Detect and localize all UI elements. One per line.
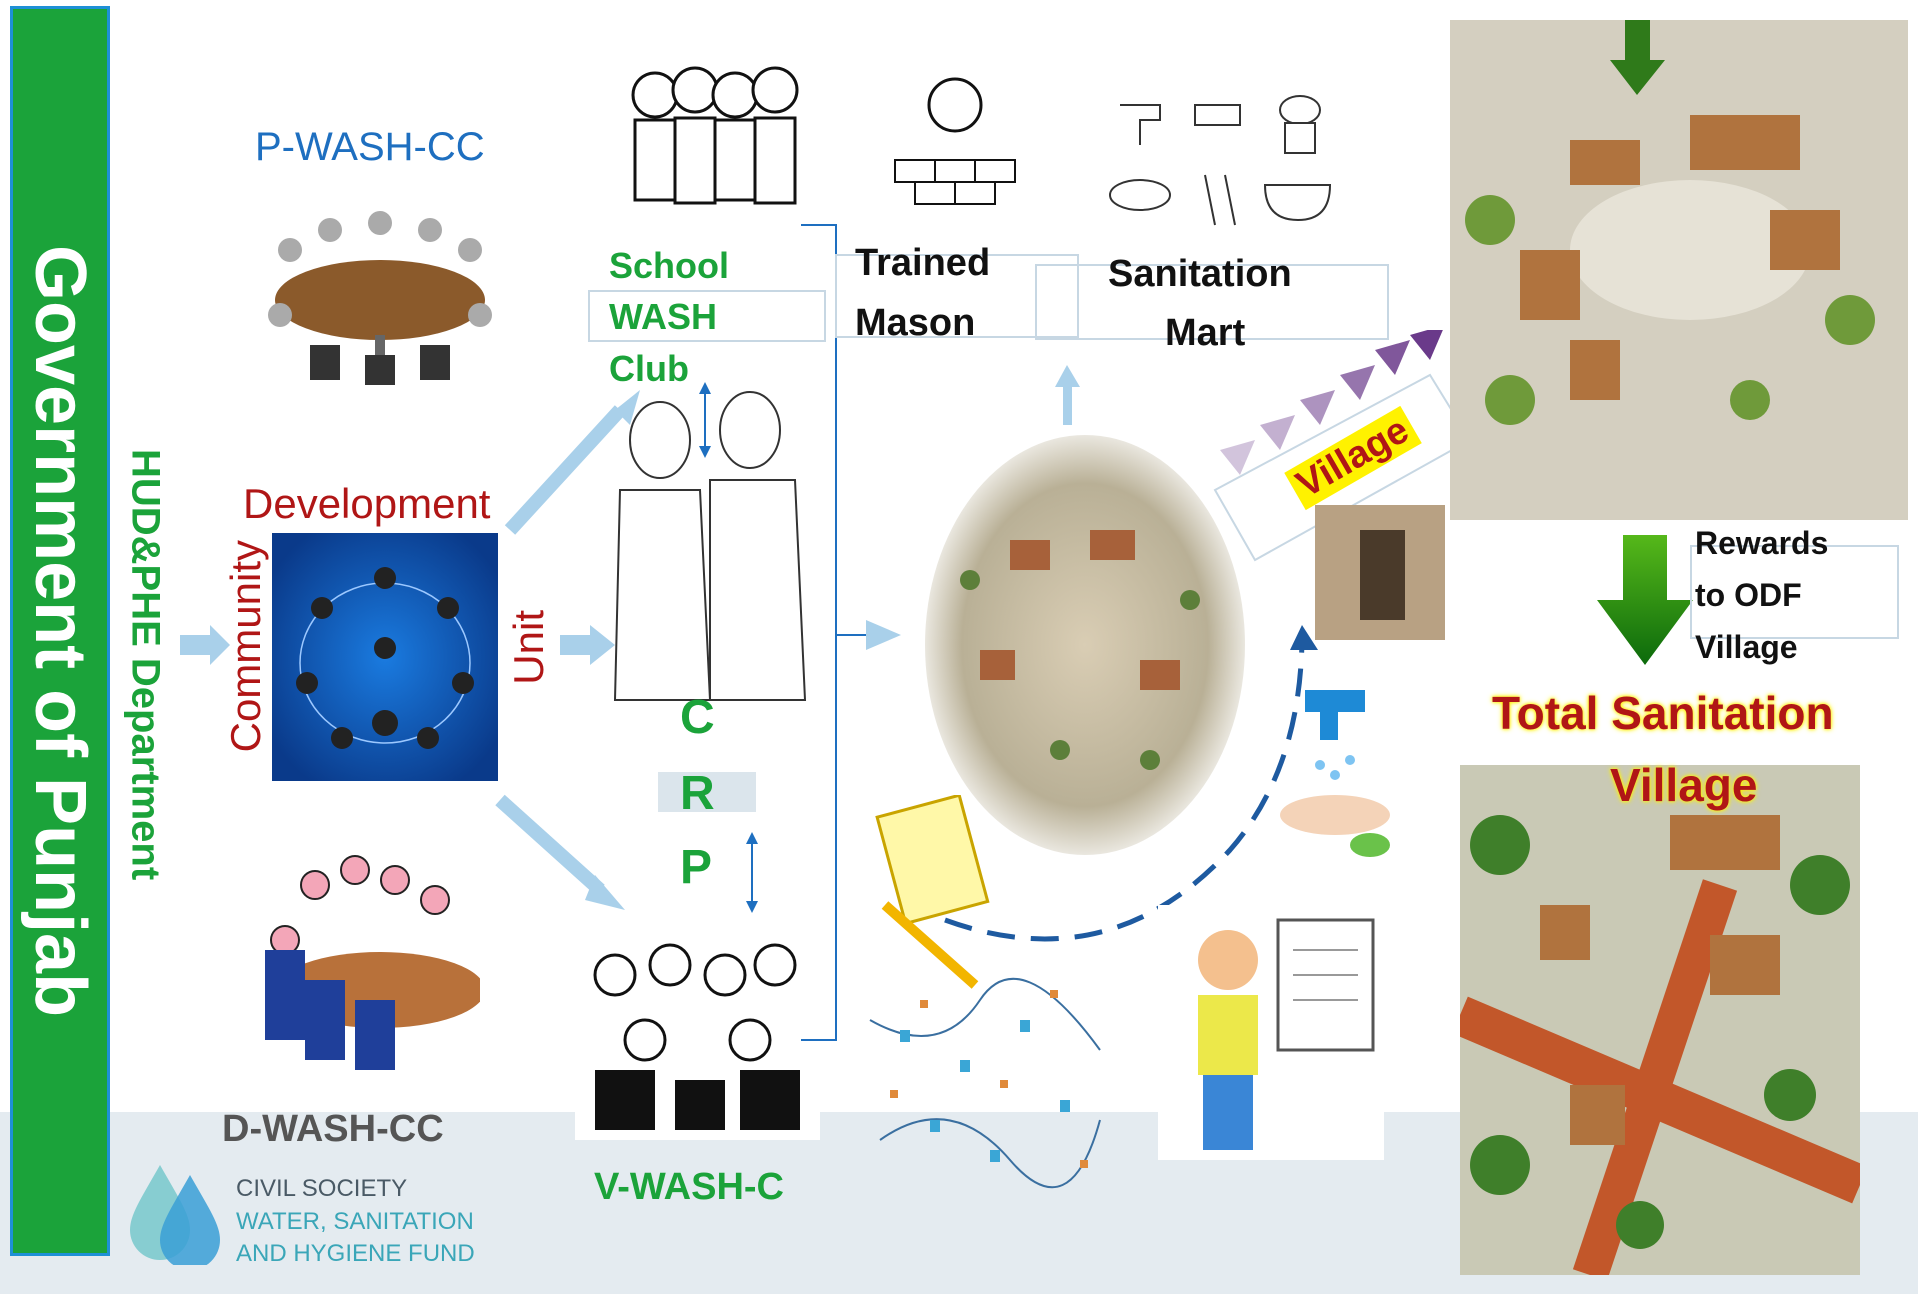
village-after-image	[1460, 765, 1860, 1275]
school-club-line-2: WASH	[609, 296, 717, 337]
d-wash-cc-label: D-WASH-CC	[222, 1108, 444, 1150]
double-arrow-icon	[699, 382, 711, 458]
village-committee-image	[575, 930, 820, 1140]
logo-line-2: WATER, SANITATION	[236, 1208, 474, 1235]
arrow-to-school-club-icon	[615, 390, 640, 425]
checklist-pencil-icon	[875, 795, 990, 989]
arrow-into-cdu-icon	[180, 625, 230, 665]
p-wash-cc-label: P-WASH-CC	[255, 125, 485, 169]
rewards-line-2: to ODF	[1695, 577, 1802, 613]
mart-line-1: Sanitation	[1108, 253, 1292, 295]
school-club-line-3: Club	[609, 348, 689, 389]
rewards-line-3: Village	[1695, 629, 1798, 665]
department-title: HUD&PHE Department	[123, 449, 168, 881]
school-club-line-1: School	[609, 245, 730, 286]
dashed-cycle-arrow	[944, 625, 1318, 942]
water-drop-logo-icon	[130, 1165, 220, 1265]
school-club-frame	[588, 290, 826, 342]
round-table-meeting-image	[268, 211, 492, 385]
total-sanitation-line-1: Total Sanitation	[1492, 687, 1834, 739]
v-wash-c-label: V-WASH-C	[594, 1166, 784, 1208]
arrow-to-village-committee-icon	[585, 875, 625, 910]
arrow-up-icon	[1055, 365, 1080, 425]
presenter-image	[1158, 905, 1384, 1160]
mason-line-2: Mason	[855, 302, 976, 344]
cdu-top-label: Development	[243, 480, 491, 527]
rewards-line-1: Rewards	[1695, 525, 1829, 561]
crp-highlight	[658, 772, 756, 812]
bracket-connector	[801, 224, 901, 1041]
cdu-network-image	[272, 533, 498, 781]
handwashing-icon	[1280, 690, 1390, 857]
big-green-down-arrow-icon	[1597, 535, 1693, 665]
arrow-to-village-icon	[866, 620, 901, 650]
village-before-image	[1450, 20, 1908, 520]
crp-letter-c: C	[680, 691, 715, 744]
arrow-down-dark-icon	[1610, 20, 1665, 95]
total-sanitation-line-2: Village	[1610, 759, 1758, 811]
mason-image	[894, 77, 1016, 205]
village-aerial-image	[925, 435, 1245, 855]
arc-arrowhead-icon	[1290, 625, 1318, 650]
crp-letter-p: P	[680, 841, 713, 894]
school-children-image	[631, 66, 799, 205]
cdu-arrows	[180, 390, 640, 910]
logo-line-1: CIVIL SOCIETY	[236, 1175, 408, 1202]
government-title: Government of Punjab	[20, 244, 100, 1018]
double-arrow-icon-2	[746, 832, 758, 913]
mason-line-1: Trained	[855, 242, 991, 284]
mason-frame	[835, 254, 1079, 338]
district-meeting-image	[265, 855, 480, 1070]
logo-line-3: AND HYGIENE FUND	[236, 1240, 475, 1267]
sanitation-fixtures-image	[1109, 95, 1332, 226]
arrow-to-crp-icon	[560, 625, 615, 665]
latrine-photo	[1315, 505, 1445, 640]
crp-letter-r: R	[680, 767, 715, 820]
mart-line-2: Mart	[1165, 312, 1246, 354]
mart-frame	[1035, 264, 1389, 340]
rewards-frame	[1690, 545, 1899, 639]
crp-figures-image	[613, 391, 807, 701]
village-map-image	[869, 977, 1101, 1189]
government-bar	[10, 6, 110, 1256]
